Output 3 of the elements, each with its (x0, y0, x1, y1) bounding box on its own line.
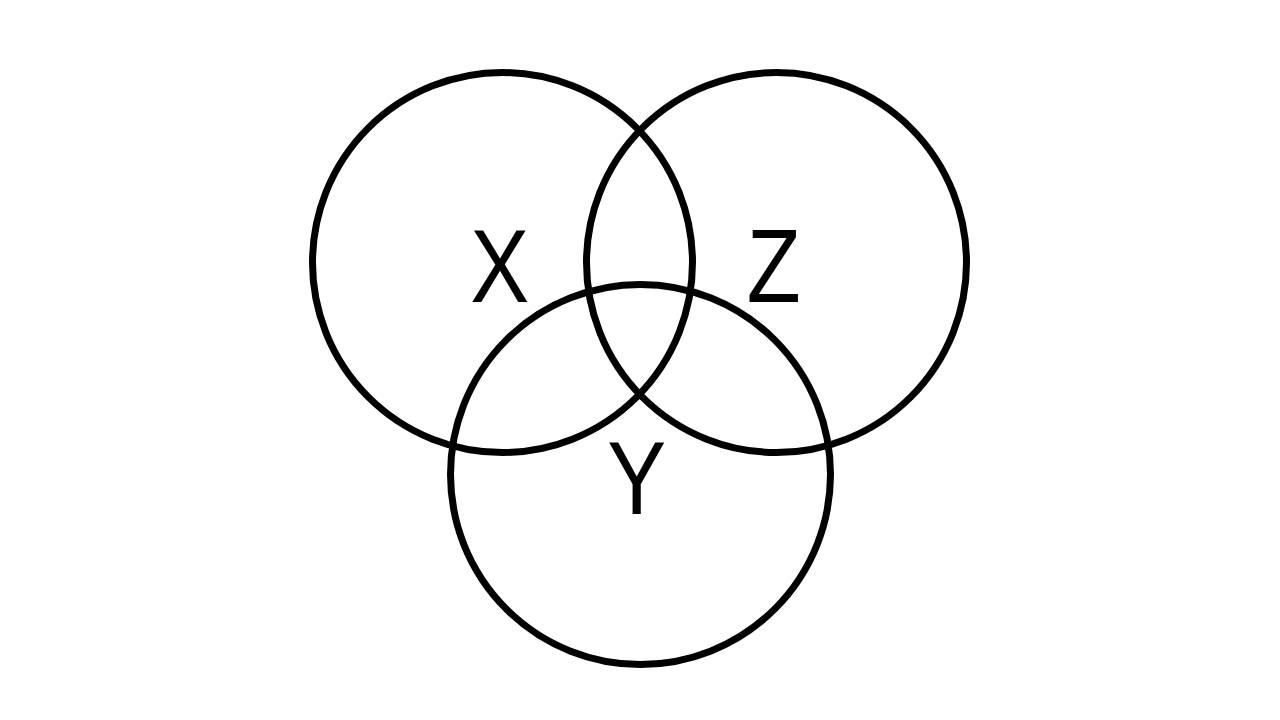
set-label: Z (747, 214, 801, 318)
set-label: Y (607, 426, 667, 530)
set-label: X (470, 214, 530, 318)
